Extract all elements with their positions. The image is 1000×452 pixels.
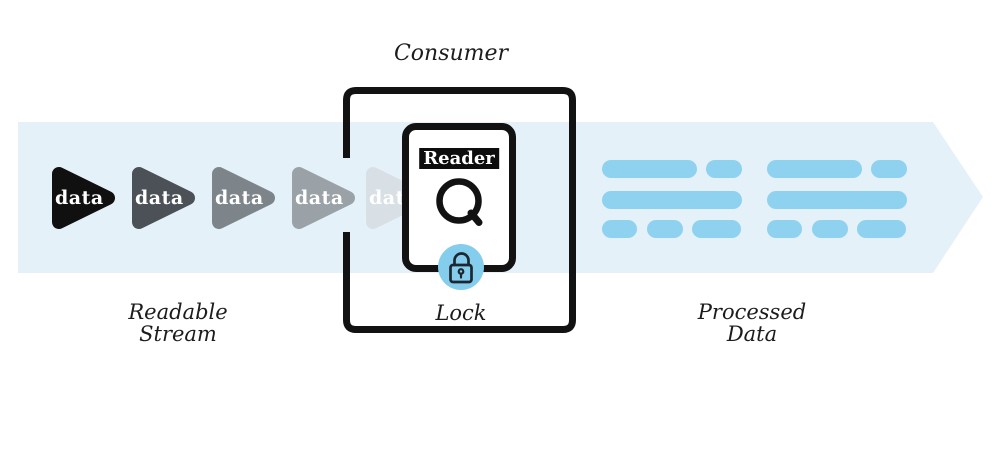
data-chunk-1: data: [52, 167, 116, 229]
processed-data-bar: [767, 220, 802, 238]
readable-stream-label: Readable Stream: [128, 301, 227, 345]
magnifier-handle: [467, 209, 483, 226]
processed-data-bar: [767, 160, 862, 178]
processed-data-label: Processed Data: [698, 301, 806, 345]
data-chunk-triangle-icon: [212, 167, 275, 229]
lock-body: [449, 263, 473, 284]
processed-data-bar: [602, 160, 697, 178]
lock-shackle: [453, 252, 470, 266]
lock-label: Lock: [435, 301, 487, 325]
processed-data-bar: [812, 220, 848, 238]
processed-data-bar: [647, 220, 683, 238]
lock-badge: [438, 244, 484, 290]
lock-icon: [449, 252, 473, 284]
readable-stream-label-line2: Stream: [139, 322, 217, 346]
data-chunk-2: data: [132, 167, 196, 229]
processed-data-label-line1: Processed: [697, 300, 807, 324]
processed-data-bar: [871, 160, 907, 178]
data-chunk-triangle-icon: [52, 167, 115, 229]
processed-data-bar: [767, 191, 907, 209]
processed-data-bar: [692, 220, 741, 238]
data-chunk-3: data: [212, 167, 276, 229]
data-chunk-label: data: [215, 187, 264, 209]
magnifier-icon: [436, 178, 483, 226]
consumer-box-border: [343, 87, 576, 333]
data-chunk-label: data: [135, 187, 184, 209]
magnifier-lens: [436, 178, 482, 224]
data-chunk-4: data: [292, 167, 356, 229]
readable-stream-label-line1: Readable: [128, 300, 228, 324]
processed-data-bar: [602, 191, 742, 209]
reader-tag: Reader: [419, 148, 499, 169]
processed-data-bar: [706, 160, 742, 178]
data-chunk-triangle-icon: [292, 167, 355, 229]
data-chunk-label: data: [55, 187, 104, 209]
consumer-label: Consumer: [393, 41, 509, 66]
data-chunk-triangle-icon: [132, 167, 195, 229]
data-chunk-label: data: [295, 187, 344, 209]
data-chunk-triangle-icon: [366, 167, 429, 229]
processed-data-bar: [857, 220, 906, 238]
processed-data-bar: [602, 220, 637, 238]
processed-data-label-line2: Data: [726, 322, 778, 346]
